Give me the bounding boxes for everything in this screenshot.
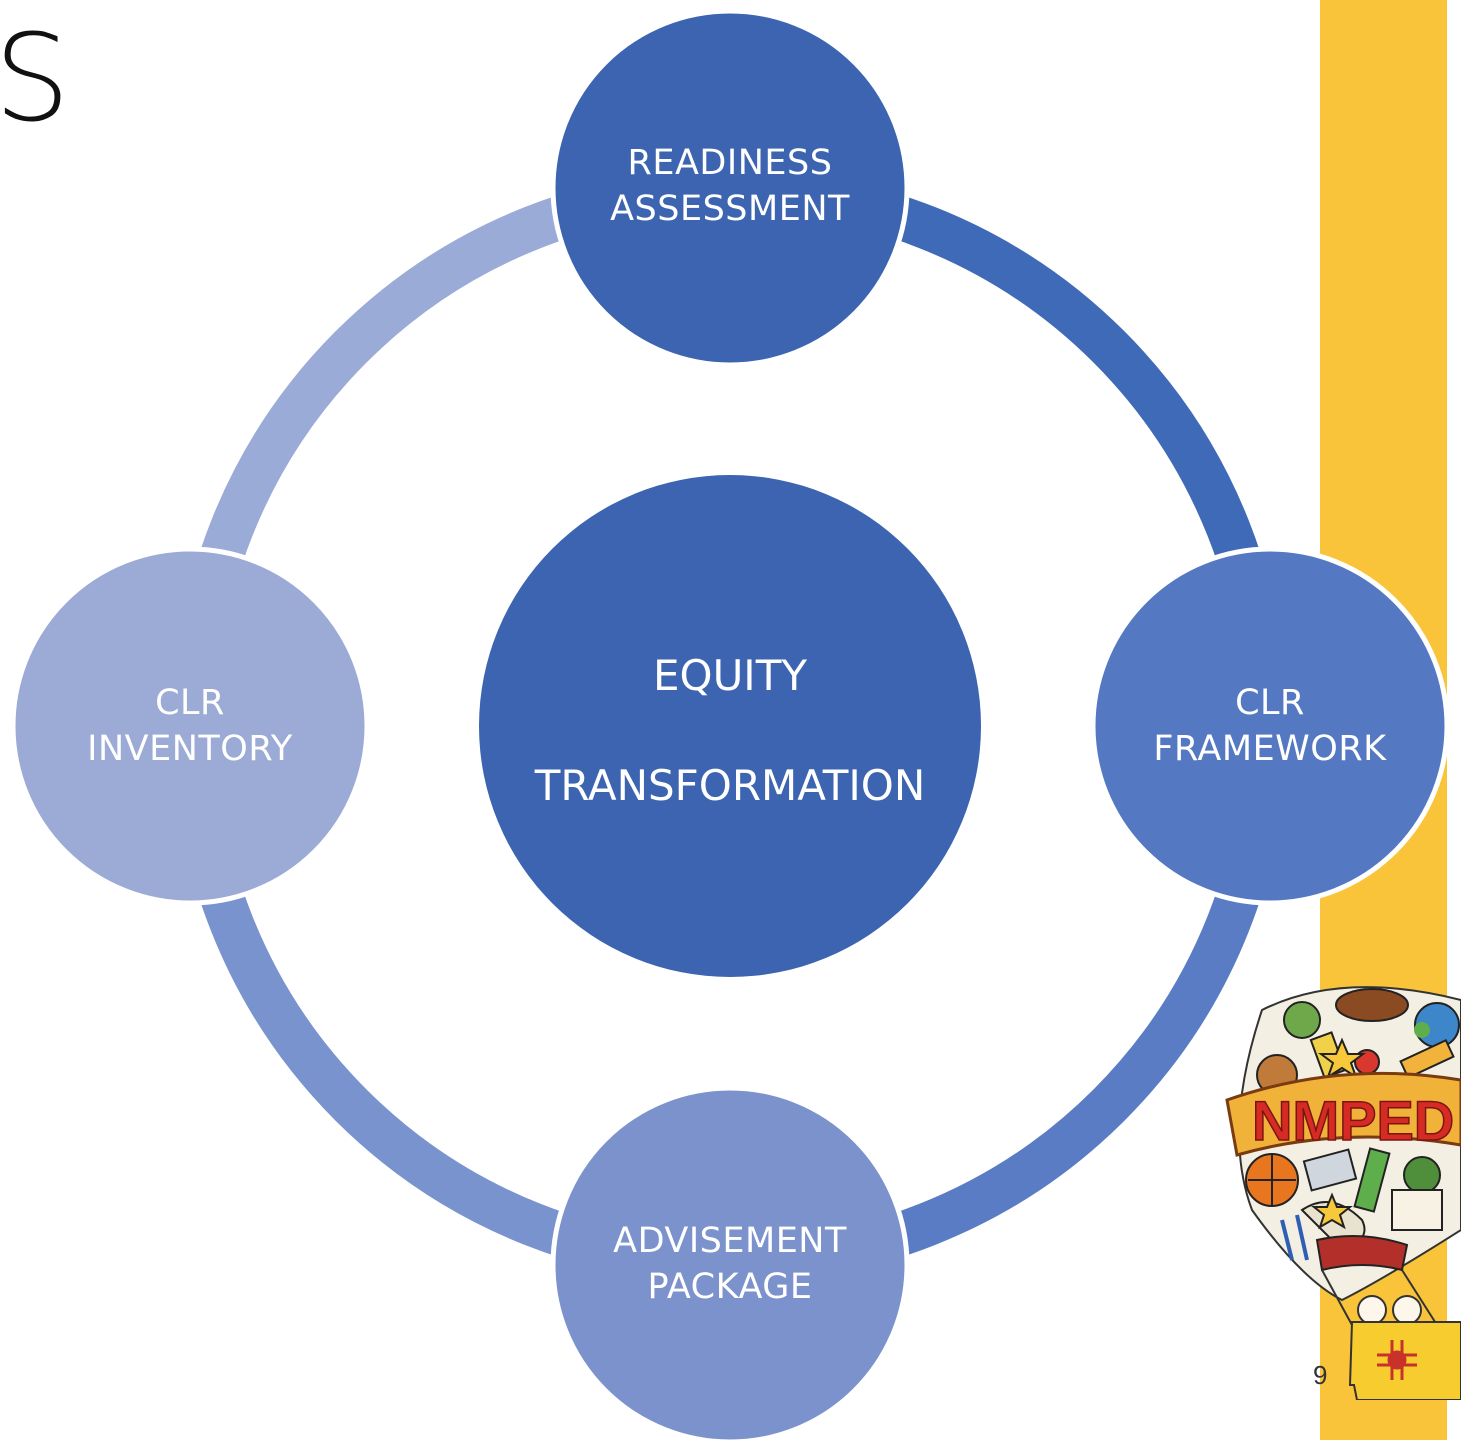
- logo-wordmark: NMPED: [1252, 1089, 1454, 1152]
- slide-number: 9: [1313, 1360, 1328, 1390]
- node-advisement-circle: [550, 1085, 910, 1440]
- node-inventory-circle: [10, 546, 370, 906]
- node-readiness-circle: [550, 8, 910, 368]
- center-circle: [479, 475, 981, 977]
- center-label-line1: EQUITY: [652, 651, 808, 700]
- center-label: EQUITY TRANSFORMATION: [505, 650, 955, 812]
- node-readiness-label: READINESS ASSESSMENT: [610, 143, 850, 229]
- center-label-line2: TRANSFORMATION: [534, 761, 926, 810]
- node-advisement-label: ADVISEMENT PACKAGE: [613, 1221, 847, 1307]
- zia-symbol-icon: [1377, 1340, 1417, 1380]
- node-inventory-label: CLR INVENTORY: [87, 683, 293, 769]
- nmped-balloon-logo: NMPED: [1225, 986, 1461, 1400]
- slide-title-fragment: S: [0, 10, 71, 149]
- node-framework-circle: [1090, 546, 1450, 906]
- node-framework-label: CLR FRAMEWORK: [1153, 683, 1387, 769]
